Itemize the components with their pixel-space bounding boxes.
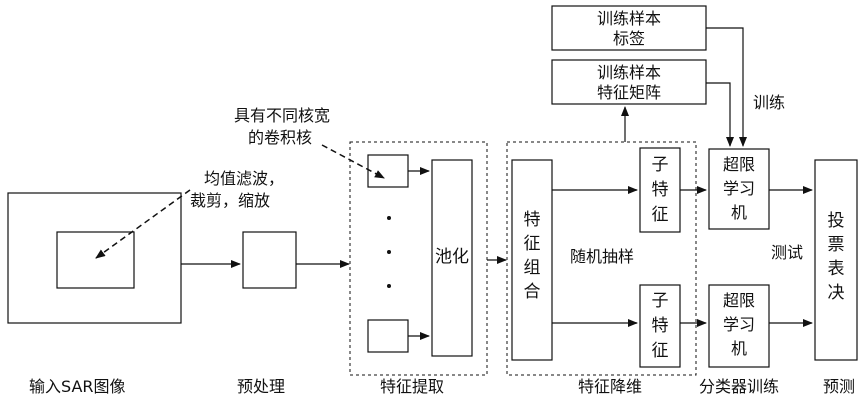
annotation-arrow-filter: [96, 190, 190, 258]
sub-feature-char: 特: [652, 316, 669, 336]
sample-matrix-box-line2: 特征矩阵: [597, 83, 661, 102]
caption-classifier-training: 分类器训练: [699, 377, 779, 396]
random-sampling-label: 随机抽样: [570, 247, 634, 266]
caption-feature-extraction: 特征提取: [380, 377, 444, 396]
vote-char: 表: [828, 259, 845, 279]
sub-feature-char: 子: [652, 291, 669, 311]
elm-label-line: 超限: [723, 155, 755, 174]
conv-kernel-bottom: [368, 320, 408, 352]
sub-feature-char: 征: [652, 205, 669, 225]
annotation-kernels-line1: 具有不同核宽: [234, 106, 330, 125]
vote-char: 决: [828, 283, 845, 303]
arrow-label-to-elm: [706, 28, 743, 146]
sample-label-box-line2: 标签: [613, 29, 645, 48]
test-label: 测试: [771, 243, 803, 262]
input-image-roi: [57, 232, 134, 288]
elm-label-line: 机: [731, 339, 747, 358]
vote-char: 投: [828, 211, 845, 231]
input-image-box: [8, 193, 181, 323]
caption-input: 输入SAR图像: [29, 377, 126, 396]
annotation-arrow-kernels: [322, 145, 384, 178]
arrow-matrix-to-elm: [706, 83, 730, 146]
vote-char: 票: [828, 235, 845, 255]
sub-feature-char: 子: [652, 155, 669, 175]
sample-label-box-line1: 训练样本: [597, 9, 661, 28]
annotation-filter-line2: 裁剪，缩放: [190, 191, 270, 210]
sub-feature-char: 征: [652, 341, 669, 361]
feature-combination-char: 合: [524, 282, 541, 302]
ellipsis-dot: [387, 250, 391, 254]
pool-label: 池化: [435, 247, 469, 267]
preprocess-box: [243, 232, 296, 288]
ellipsis-dot: [387, 216, 391, 220]
feature-combination-char: 组: [524, 258, 541, 278]
elm-label-line: 超限: [723, 291, 755, 310]
annotation-filter-line1: 均值滤波，: [204, 169, 284, 188]
elm-label-line: 学习: [723, 315, 755, 334]
train-label: 训练: [753, 93, 785, 112]
ellipsis-dot: [387, 284, 391, 288]
annotation-kernels-line2: 的卷积核: [248, 128, 312, 147]
feature-combination-char: 征: [524, 234, 541, 254]
sample-matrix-box-line1: 训练样本: [597, 63, 661, 82]
elm-label-line: 学习: [723, 179, 755, 198]
caption-prediction: 预测: [823, 377, 855, 396]
caption-dim-reduction: 特征降维: [578, 377, 642, 396]
conv-kernel-top: [368, 155, 408, 187]
caption-preprocess: 预处理: [237, 377, 285, 396]
elm-label-line: 机: [731, 203, 747, 222]
feature-combination-char: 特: [524, 210, 541, 230]
sub-feature-char: 特: [652, 180, 669, 200]
